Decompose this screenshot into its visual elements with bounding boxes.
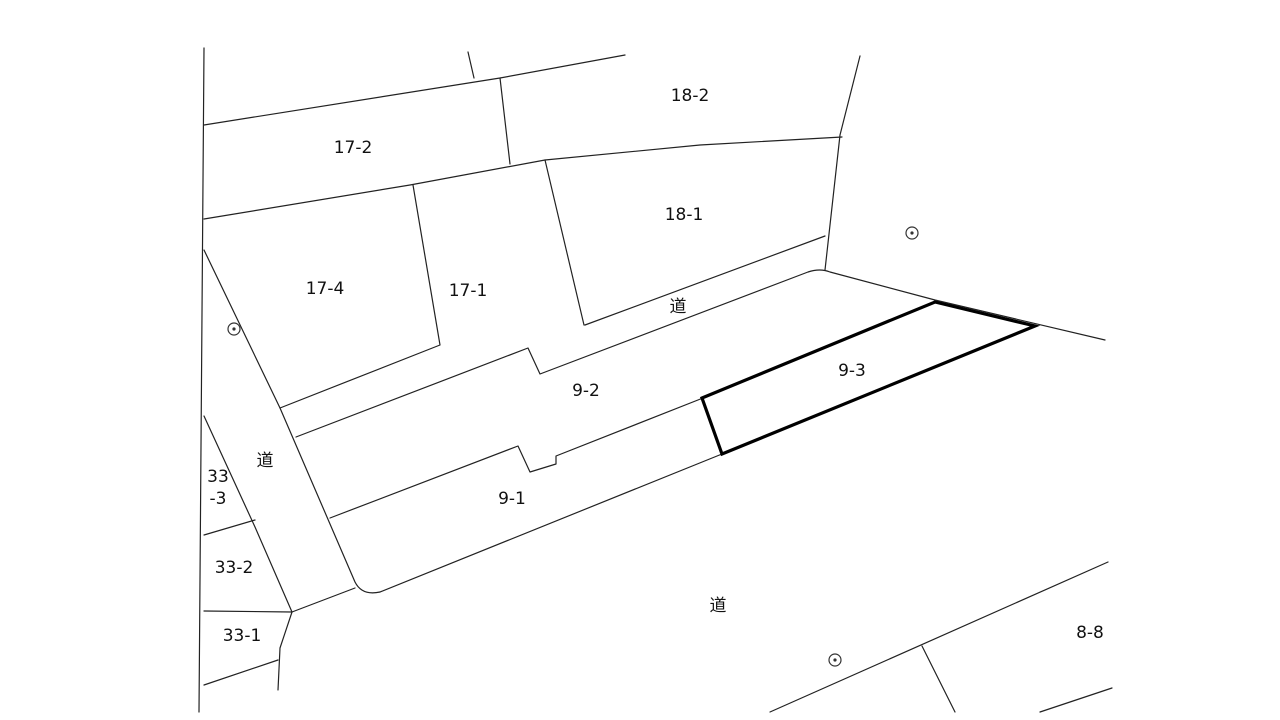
parcel-boundaries [198, 47, 1113, 713]
parcel-label-8-8: 8-8 [1076, 623, 1104, 643]
highlighted-parcel-9-3[interactable] [699, 300, 1041, 457]
parcel-label-18-2: 18-2 [671, 86, 710, 106]
parcel-label-9-1: 9-1 [498, 489, 526, 509]
road-label-main: 道 [710, 596, 727, 616]
parcel-label-18-1: 18-1 [665, 205, 704, 225]
parcel-label-17-4: 17-4 [306, 279, 345, 299]
road-label-upper: 道 [670, 297, 687, 317]
survey-marker-icon [227, 322, 241, 336]
parcel-label-9-3: 9-3 [838, 361, 866, 381]
parcel-label-33-3-bottom: -3 [210, 489, 227, 509]
road-label-left: 道 [257, 451, 274, 471]
parcel-label-33-3-top: 33 [207, 467, 229, 487]
parcel-label-9-2: 9-2 [572, 381, 600, 401]
parcel-label-17-2: 17-2 [334, 138, 373, 158]
survey-marker-icon [828, 653, 842, 667]
parcel-label-17-1: 17-1 [449, 281, 488, 301]
parcel-label-33-1: 33-1 [223, 626, 262, 646]
parcel-label-33-2: 33-2 [215, 558, 254, 578]
survey-marker-icon [905, 226, 919, 240]
